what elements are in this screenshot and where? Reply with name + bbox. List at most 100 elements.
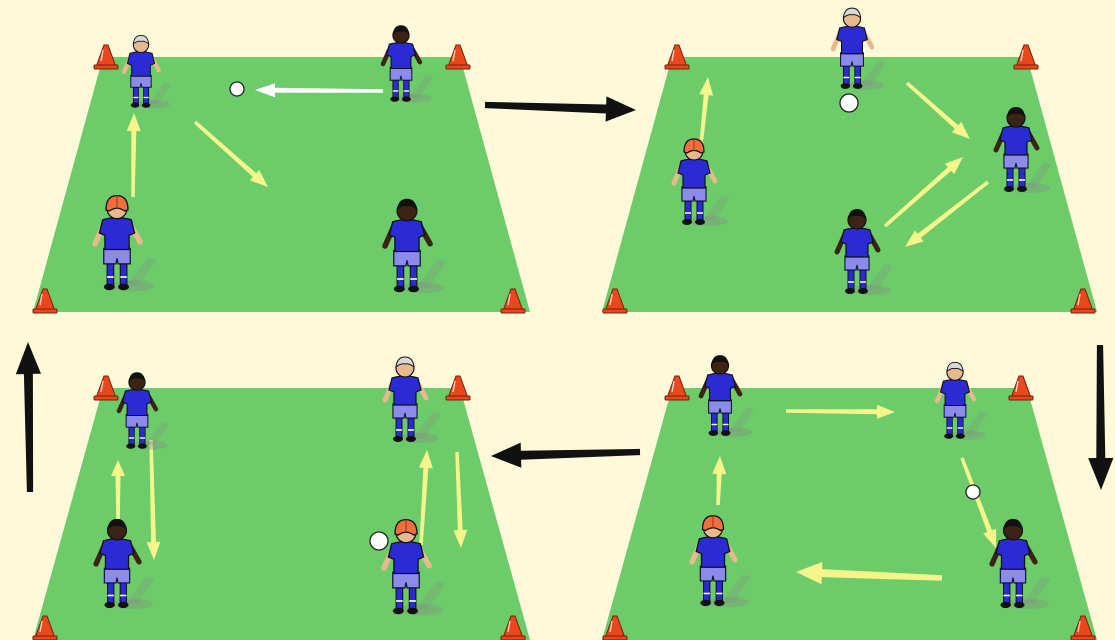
pass-arrow-icon [699,77,714,146]
boot-right [695,219,705,225]
cone-icon [32,288,58,314]
cone-icon [93,375,119,401]
shirt [939,378,971,407]
boot-left [393,285,405,293]
player-icon [381,518,446,616]
shorts-tint [392,572,420,588]
leg-right [119,582,127,605]
hair [848,209,866,219]
boot-left [103,283,115,291]
player-icon [121,35,172,109]
cone-icon [32,615,58,640]
cone-base [602,635,628,640]
leg-left [392,79,399,99]
cone-highlight [671,49,675,62]
arrow-shape [146,440,161,560]
player-icon [934,361,988,440]
player-icon [834,209,893,295]
leg-left [132,86,139,105]
ball-body [965,484,981,500]
cone-base [500,635,526,640]
hair [107,518,127,530]
boot-right [406,436,416,442]
shirt [695,536,731,568]
ball-icon [965,484,981,500]
cone-highlight [609,293,613,306]
pitch-surface [602,57,1097,312]
shorts-tint [393,404,417,418]
hair [1003,518,1023,530]
player-shadow-cast [702,195,730,221]
player-shadow-cast [408,74,434,99]
cone-icon [1013,44,1039,70]
leg-left [684,200,692,222]
shorts-tint [944,404,966,418]
leg-left [1003,582,1011,605]
pass-arrow-icon [453,451,468,548]
player-icon [993,107,1052,193]
player-icon [689,515,751,608]
leg-left [710,412,718,433]
leg-right [143,86,150,105]
cone-base [1070,635,1096,640]
shorts-tint [104,568,130,583]
cone-icon [1070,615,1096,640]
cone-base [1013,64,1039,70]
player-icon [380,25,434,103]
player-shadow-cast [125,257,157,286]
leg-left [847,269,855,291]
player-shadow-cast [727,407,755,433]
pitch-panel [32,25,530,314]
shirt [836,25,868,55]
cone-icon [602,615,628,640]
cone-base [1008,395,1034,401]
leg-right [1015,582,1023,605]
boot-left [104,601,115,609]
pass-arrow-icon [960,457,997,548]
shorts-tint [700,566,726,581]
pass-arrow-icon [796,561,943,585]
cone-base [93,395,119,401]
cone-base [602,308,628,314]
arrow-shape [905,81,970,139]
boot-right [858,288,868,294]
hair [946,361,964,373]
shorts-tint [393,250,421,266]
boot-left [682,219,692,225]
cone-highlight [1077,620,1081,633]
arrow-shape [126,113,141,197]
boot-right [1017,186,1027,192]
boot-right [408,285,420,293]
cone-highlight [609,620,613,633]
pitch-panel [602,355,1097,640]
pass-arrow-icon [883,157,963,228]
shorts-tint [1004,154,1028,168]
shorts-tint [840,52,864,67]
player-icon [382,356,441,443]
leg-left [128,426,135,446]
cone-icon [500,615,526,640]
cone-highlight [452,380,456,393]
shirt [388,218,426,253]
pass-arrow-icon [905,180,990,247]
leg-right [854,65,862,86]
leg-left [1006,167,1014,189]
hair [842,7,862,19]
player-icon [116,372,170,450]
leg-right [957,416,964,436]
shirt [840,227,874,258]
pass-arrow-icon [193,120,268,187]
boot-left [708,430,719,436]
boot-right [118,601,129,609]
boot-right [852,83,863,89]
leg-left [842,65,850,86]
cone-base [32,308,58,314]
leg-left [395,587,404,611]
boot-left [126,443,136,449]
boot-right [720,430,731,436]
boot-left [130,102,140,108]
shorts-tint [845,256,869,270]
leg-right [696,200,704,222]
arrow-shape [699,77,714,146]
